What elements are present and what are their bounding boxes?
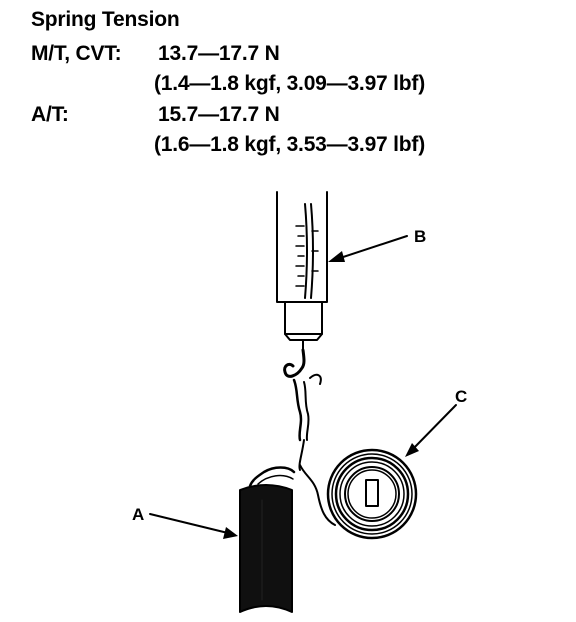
- leader-c: [409, 404, 457, 453]
- callout-b: B: [414, 227, 426, 246]
- scale-collar: [284, 301, 323, 335]
- leader-b: [333, 235, 408, 261]
- shaft-body: [239, 484, 293, 613]
- spring-clip: [248, 466, 296, 488]
- scale-slot: [304, 203, 308, 299]
- spring-arm: [299, 464, 336, 526]
- mt-cvt-conversion: (1.4—1.8 kgf, 3.09—3.97 lbf): [154, 72, 426, 95]
- mt-cvt-label: M/T, CVT:: [31, 42, 122, 65]
- scale-body: [276, 191, 328, 303]
- link-wire: [292, 378, 303, 442]
- spring-coil: [326, 448, 418, 540]
- spring-tension-spec: Spring Tension M/T, CVT: 13.7—17.7 N (1.…: [0, 0, 576, 170]
- at-conversion: (1.6—1.8 kgf, 3.53—3.97 lbf): [154, 133, 426, 156]
- leader-a: [149, 513, 233, 535]
- callout-c: C: [455, 387, 467, 406]
- spring: [248, 439, 418, 540]
- at-value: 15.7—17.7 N: [158, 103, 280, 126]
- spring-scale: [276, 191, 328, 385]
- coil-center-pin: [365, 479, 379, 507]
- spring-tension-illustration: B C A: [132, 191, 467, 613]
- scale-hook: [283, 348, 306, 378]
- scale-graduations: [295, 225, 319, 287]
- shaft: [239, 484, 293, 613]
- leader-lines: [149, 235, 457, 539]
- spec-title: Spring Tension: [31, 8, 180, 31]
- at-label: A/T:: [31, 103, 69, 126]
- mt-cvt-value: 13.7—17.7 N: [158, 42, 280, 65]
- callout-a: A: [132, 505, 144, 524]
